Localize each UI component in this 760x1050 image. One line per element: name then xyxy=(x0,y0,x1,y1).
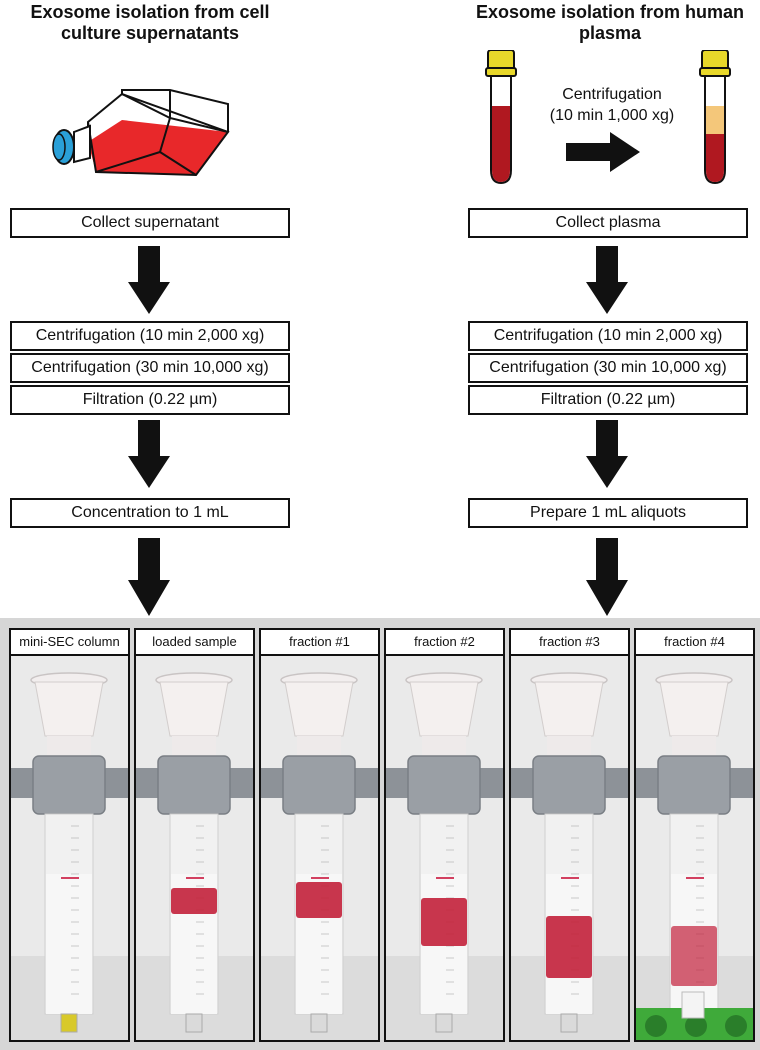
right-step-prepare-aliquots: Prepare 1 mL aliquots xyxy=(468,498,748,528)
cell-culture-flask-icon xyxy=(52,89,230,177)
right-title-line1: Exosome isolation from human xyxy=(475,2,745,22)
sample-band xyxy=(296,882,342,918)
sec-column-photo xyxy=(511,656,628,1040)
column-clamp xyxy=(657,755,731,815)
reservoir-body xyxy=(534,681,604,737)
sec-column-photo xyxy=(261,656,378,1040)
sample-band xyxy=(671,926,717,986)
reservoir-body xyxy=(159,681,229,737)
column-outlet-tip xyxy=(310,1013,328,1033)
column-outlet-tip xyxy=(435,1013,453,1033)
reservoir-body xyxy=(409,681,479,737)
left-title: Exosome isolation from cell culture supe… xyxy=(10,2,290,44)
rack-hole xyxy=(725,1015,747,1037)
right-title-line2: plasma xyxy=(578,23,642,43)
down-arrow-icon xyxy=(128,246,170,314)
column-clamp xyxy=(157,755,231,815)
right-step-filtration: Filtration (0.22 µm) xyxy=(468,385,748,415)
right-step-centrifugation-2000: Centrifugation (10 min 2,000 xg) xyxy=(468,321,748,351)
panel-label: loaded sample xyxy=(136,630,253,656)
panel-label: fraction #3 xyxy=(511,630,628,656)
sample-band xyxy=(421,898,467,946)
panel-fraction-3: fraction #3 xyxy=(509,628,630,1042)
column-resin xyxy=(46,874,92,1014)
flask-medium xyxy=(88,120,228,175)
column-clamp xyxy=(532,755,606,815)
down-arrow-icon xyxy=(128,420,170,488)
centrifugation-line2: (10 min 1,000 xg) xyxy=(549,107,675,124)
sample-band xyxy=(171,888,217,914)
right-step-collect-plasma: Collect plasma xyxy=(468,208,748,238)
reservoir-body xyxy=(659,681,729,737)
panel-label: fraction #4 xyxy=(636,630,753,656)
reservoir-body xyxy=(284,681,354,737)
panel-loaded-sample: loaded sample xyxy=(134,628,255,1042)
sec-column-photo xyxy=(386,656,503,1040)
right-title: Exosome isolation from human plasma xyxy=(460,2,760,44)
left-step-collect-supernatant: Collect supernatant xyxy=(10,208,290,238)
panel-label: fraction #2 xyxy=(386,630,503,656)
centrifugation-line1: Centrifugation xyxy=(562,86,662,103)
down-arrow-icon xyxy=(586,420,628,488)
centrifugation-arrow-icon xyxy=(566,132,640,172)
whole-blood-tube-icon xyxy=(485,50,517,185)
separated-plasma-tube-icon xyxy=(699,50,731,185)
panel-mini-sec-column: mini-SEC column xyxy=(9,628,130,1042)
panel-label: fraction #1 xyxy=(261,630,378,656)
sample-band xyxy=(546,916,592,978)
panel-fraction-2: fraction #2 xyxy=(384,628,505,1042)
left-title-line2: culture supernatants xyxy=(60,23,240,43)
column-outlet-tip xyxy=(60,1013,78,1033)
column-clamp xyxy=(32,755,106,815)
column-clamp xyxy=(282,755,356,815)
centrifugation-note: Centrifugation (10 min 1,000 xg) xyxy=(522,84,702,126)
sec-column-photo xyxy=(11,656,128,1040)
reservoir-body xyxy=(34,681,104,737)
left-title-line1: Exosome isolation from cell xyxy=(30,2,270,22)
collection-tube xyxy=(681,991,705,1019)
rack-hole xyxy=(645,1015,667,1037)
left-step-filtration: Filtration (0.22 µm) xyxy=(10,385,290,415)
down-arrow-icon xyxy=(586,246,628,314)
column-clamp xyxy=(407,755,481,815)
left-step-concentration: Concentration to 1 mL xyxy=(10,498,290,528)
sec-column-photo xyxy=(636,656,753,1040)
rack-hole xyxy=(685,1015,707,1037)
column-outlet-tip xyxy=(560,1013,578,1033)
panel-label: mini-SEC column xyxy=(11,630,128,656)
down-arrow-icon xyxy=(128,538,170,616)
sec-column-photo xyxy=(136,656,253,1040)
left-step-centrifugation-10000: Centrifugation (30 min 10,000 xg) xyxy=(10,353,290,383)
column-outlet-tip xyxy=(185,1013,203,1033)
right-step-centrifugation-10000: Centrifugation (30 min 10,000 xg) xyxy=(468,353,748,383)
down-arrow-icon xyxy=(586,538,628,616)
left-step-centrifugation-2000: Centrifugation (10 min 2,000 xg) xyxy=(10,321,290,351)
panel-fraction-4: fraction #4 xyxy=(634,628,755,1042)
panel-fraction-1: fraction #1 xyxy=(259,628,380,1042)
